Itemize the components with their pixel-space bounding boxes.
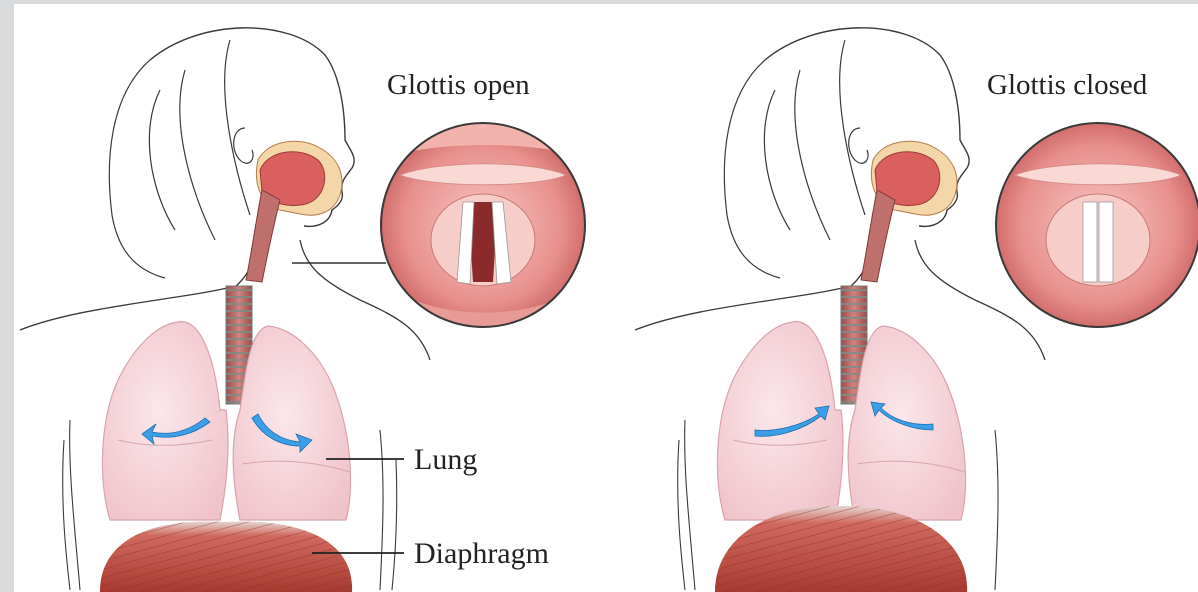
panel-title-closed: Glottis closed: [987, 69, 1148, 101]
vocal-cord-left: [1083, 202, 1097, 282]
label-diaphragm: Diaphragm: [414, 537, 549, 570]
panel-title-open: Glottis open: [387, 69, 530, 101]
vocal-cord-right: [1099, 202, 1113, 282]
label-lung: Lung: [414, 443, 477, 476]
